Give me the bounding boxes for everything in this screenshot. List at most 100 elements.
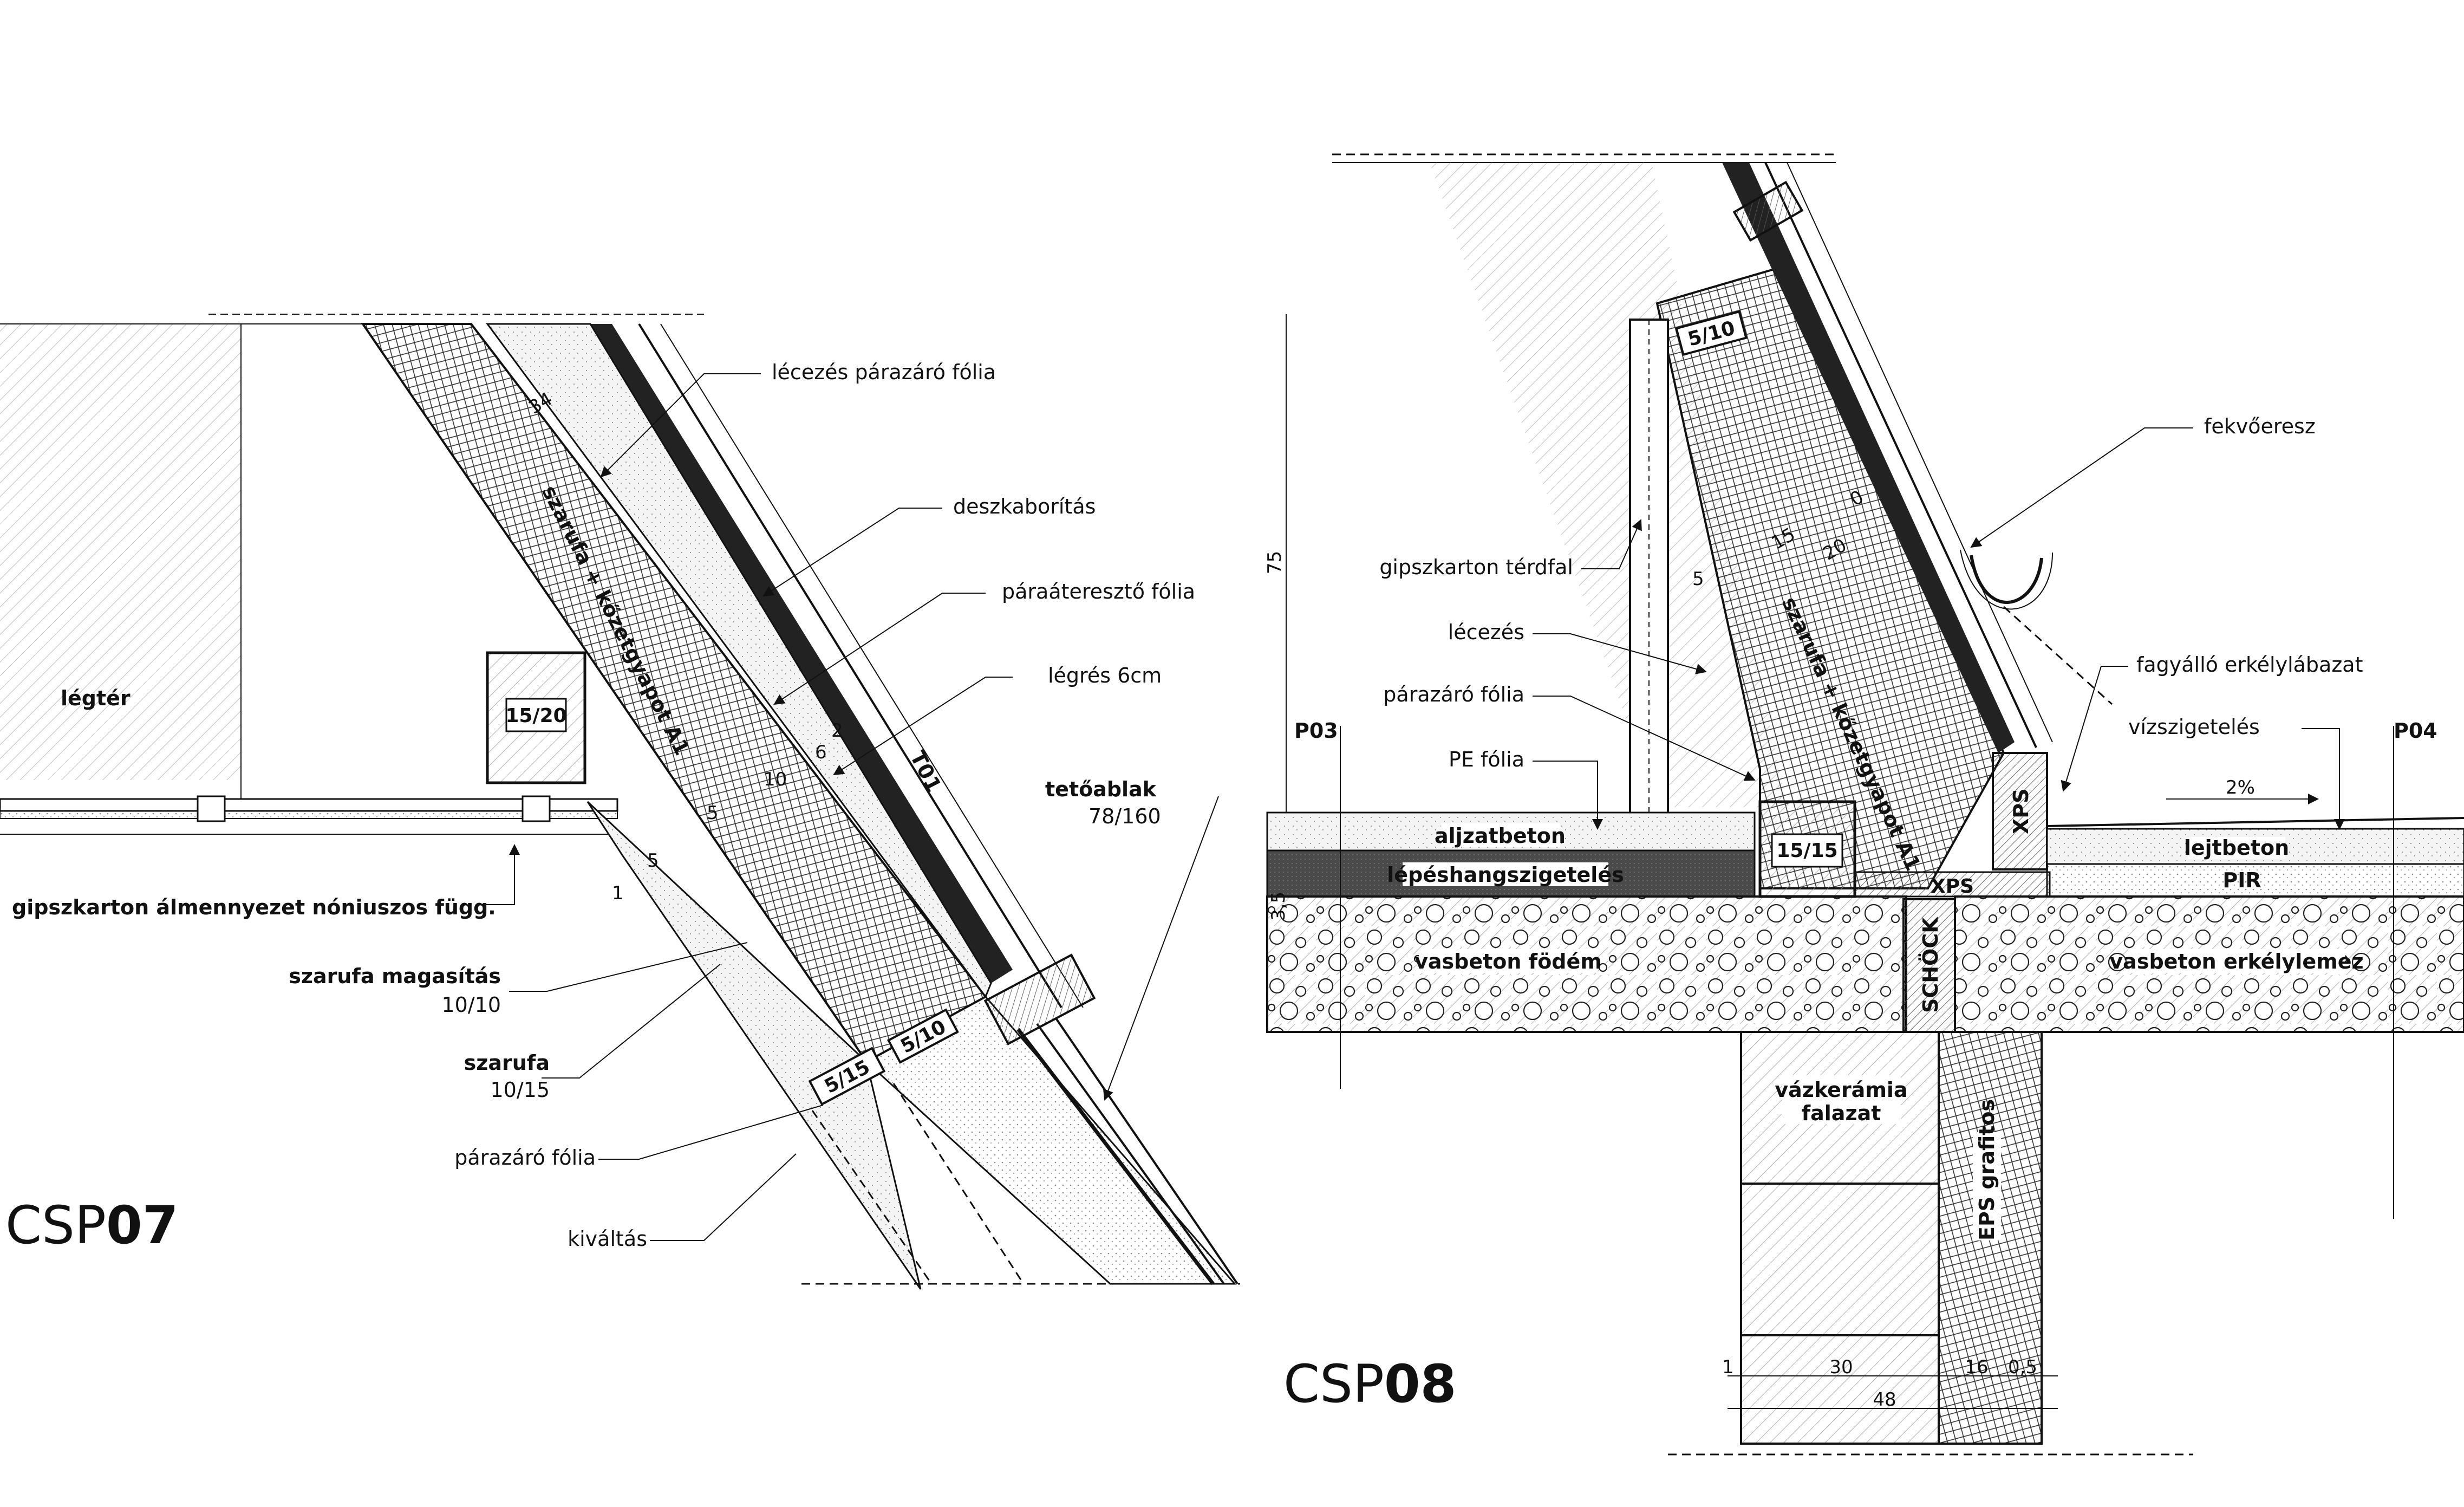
csp07-roof-covering xyxy=(590,324,1013,983)
csp07-hanger-2 xyxy=(522,795,551,822)
csp08-label-lecezes: lécezés xyxy=(1448,620,1524,644)
csp07-label-szarufa: szarufa xyxy=(464,1051,550,1075)
csp08-gutter-dash xyxy=(2003,606,2113,705)
csp07-label-parazaro: párazáró fólia xyxy=(454,1146,596,1170)
csp08-label-vizszigeteles: vízszigetelés xyxy=(2128,715,2260,739)
csp08-title: CSP08 xyxy=(1283,1354,1456,1414)
csp07-beam-label: 15/20 xyxy=(505,705,566,727)
csp07-dash-2 xyxy=(892,1083,1025,1284)
csp07-dim-10: 10 xyxy=(764,769,787,790)
csp08-gutter-outer xyxy=(1960,549,2053,610)
csp08-label-fagyallo: fagyálló erkélylábazat xyxy=(2136,653,2363,677)
csp08-pir xyxy=(2046,863,2464,898)
csp07-label-szarufa-magasitas: szarufa magasítás xyxy=(289,964,501,988)
csp08-eps-bg xyxy=(1973,1132,2001,1240)
csp08-schock xyxy=(1902,898,1956,1033)
csp08-label-parazaro: párazáró fólia xyxy=(1383,683,1524,706)
csp07-inner-lining xyxy=(586,801,922,1290)
csp08-outer-line xyxy=(1764,162,2037,748)
csp07-label-kivaltas: kiváltás xyxy=(568,1227,647,1251)
csp08-upper-hatch xyxy=(1430,163,1787,807)
csp08-dim-5: 5 xyxy=(1692,568,1704,590)
csp07-beam-label-bg xyxy=(505,698,567,732)
csp08-beam-label-bg xyxy=(1771,833,1843,868)
csp07-outer-line-2 xyxy=(660,323,1084,1008)
csp07-label-tetoablak-size: 78/160 xyxy=(1088,804,1161,828)
csp07-window-frame-3 xyxy=(1055,1017,1238,1285)
csp08-box-5-10 xyxy=(1675,310,1748,356)
csp08-outer-line-2 xyxy=(1787,162,2053,743)
csp08-leaders xyxy=(1533,427,2345,830)
csp08-waterproof xyxy=(2046,817,2464,827)
csp08-vazkeramia-2 xyxy=(1740,1183,1940,1336)
csp08-label-p03: P03 xyxy=(1294,719,1338,743)
csp08-erkely-bg xyxy=(2128,949,2345,973)
csp07-title-number: 07 xyxy=(106,1195,179,1256)
csp08-label-vazkeramia-2: falazat xyxy=(1802,1101,1881,1125)
csp07-label-legter: légtér xyxy=(61,686,131,710)
csp07-hanger-1 xyxy=(197,795,226,822)
csp08-title-prefix: CSP xyxy=(1283,1354,1384,1414)
csp07-window-frame-1 xyxy=(1016,1028,1215,1285)
csp08-lejtbeton-bg xyxy=(2188,837,2285,859)
csp07-label-gipszkarton: gipszkarton álmennyezet nóniuszos függ. xyxy=(12,895,496,919)
csp07-label-tetoablak: tetőablak xyxy=(1045,777,1157,801)
csp07-title: CSP07 xyxy=(5,1195,178,1256)
csp08-label-vazkeramia-1: vázkerámia xyxy=(1775,1078,1907,1102)
csp08-label-fekvoeresz: fekvőeresz xyxy=(2204,414,2316,438)
csp08-label-lepeshang: lépéshangszigetelés xyxy=(1387,863,1624,887)
csp07-dim-5b: 5 xyxy=(707,802,719,824)
csp08-dim-48: 48 xyxy=(1873,1389,1896,1411)
csp08-label-xps2: XPS xyxy=(1931,875,1974,898)
csp07-counter-batten xyxy=(486,323,992,999)
csp08-beam-label: 15/15 xyxy=(1776,840,1837,862)
csp08-label-xps: XPS xyxy=(2009,788,2033,834)
csp07-t01-label: T01 xyxy=(905,747,946,796)
csp08-dim-16: 16 xyxy=(1965,1356,1988,1378)
csp08-label-pe-folia: PE fólia xyxy=(1449,748,1524,771)
csp07-leaders xyxy=(477,373,1219,1241)
csp07-window-profile xyxy=(983,953,1096,1045)
csp07-dim-5a: 5 xyxy=(647,850,659,872)
csp07-window-frame-2 xyxy=(1036,1023,1225,1285)
csp08-fodem-bg xyxy=(1419,949,1598,973)
csp08-label-vasbeton-fodem: vasbeton födém xyxy=(1414,950,1602,973)
csp08-dim-75: 75 xyxy=(1264,551,1286,574)
csp07-title-prefix: CSP xyxy=(5,1195,106,1256)
csp08-dim-1: 1 xyxy=(1722,1356,1734,1378)
csp07-label-legres: légrés 6cm xyxy=(1048,664,1162,687)
csp08-vazkeramia-bg xyxy=(1782,1075,1901,1124)
csp08-label-slope: 2% xyxy=(2226,777,2255,798)
csp08-label-aljzatbeton: aljzatbeton xyxy=(1435,824,1566,848)
csp07-dim-2: 2 xyxy=(831,720,843,742)
csp08-lepeshang-bg xyxy=(1403,862,1608,886)
csp07-dim-6: 6 xyxy=(815,742,827,763)
csp07-label-szarufa-magasitas-size: 10/10 xyxy=(441,993,501,1017)
csp07-box-5-15 xyxy=(808,1047,886,1106)
csp08-label-lejtbeton: lejtbeton xyxy=(2184,836,2289,860)
csp08-vazkeramia-3 xyxy=(1740,1334,1940,1445)
csp07-dash-1 xyxy=(811,1110,933,1284)
csp08-label-pir: PIR xyxy=(2222,868,2261,892)
csp08-title-number: 08 xyxy=(1384,1354,1457,1414)
csp07-ceiling-lath xyxy=(0,810,618,819)
csp08-label-p04: P04 xyxy=(2394,719,2437,743)
csp07-box-5-10 xyxy=(886,1008,959,1064)
csp07-label-szarufa-size: 10/15 xyxy=(490,1078,550,1102)
csp08-dim-30: 30 xyxy=(1829,1356,1853,1378)
csp08-detail: 5/10 15/15 xyxy=(1264,153,2464,1456)
csp08-label-schock: SCHÖCK xyxy=(1919,917,1942,1013)
csp08-roof-covering xyxy=(1722,163,2015,753)
csp07-label-paraatereszto: páraáteresztő fólia xyxy=(1002,580,1195,603)
csp08-gutter xyxy=(1970,555,2043,604)
csp07-outer-line xyxy=(638,323,1062,1009)
csp08-label-vasbeton-erkely: vasbeton erkélylemez xyxy=(2109,950,2363,973)
csp07-room-hatch xyxy=(0,324,241,780)
csp08-label-gipszkarton-terdfal: gipszkarton térdfal xyxy=(1379,555,1573,579)
csp08-ridge-clip xyxy=(1732,180,1804,242)
csp08-aljzatbeton-bg xyxy=(1440,823,1560,847)
csp07-label-lecezes-parazaro: lécezés párazáró fólia xyxy=(772,360,996,384)
csp08-label-eps: EPS grafitos xyxy=(1975,1099,1999,1240)
csp07-detail: 15/20 5/15 5/10 szarufa + kőzetgyapot A1… xyxy=(0,314,1240,1290)
